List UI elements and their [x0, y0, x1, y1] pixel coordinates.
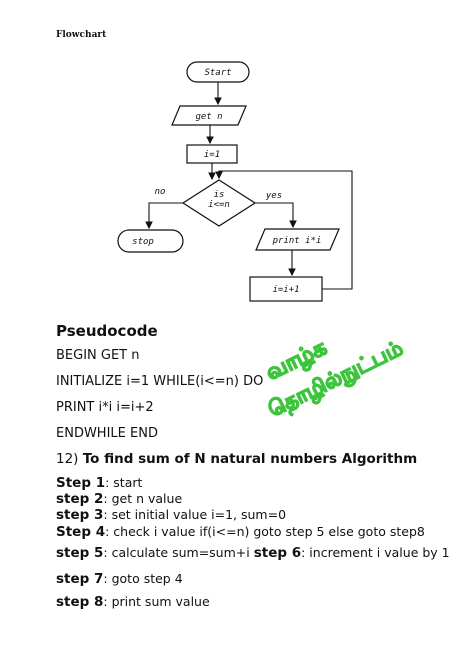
pseudocode-line-4: ENDWHILE END — [56, 426, 158, 441]
decision-label-line1: is — [214, 190, 225, 200]
algorithm-step: Step 1: start — [56, 475, 142, 491]
init-label: i=1 — [204, 150, 220, 160]
algorithm-number: 12) — [56, 451, 79, 467]
flowchart-diagram: Start get n i=1 is i<=n no stop yes prin… — [117, 61, 353, 302]
output-parallelogram — [255, 228, 340, 251]
start-label: Start — [204, 68, 231, 78]
algorithm-step: step 7: goto step 4 — [56, 571, 183, 587]
step-text: : check i value if(i<=n) goto step 5 els… — [105, 524, 425, 539]
decision-diamond — [181, 179, 257, 227]
step-label: step 5 — [56, 545, 104, 561]
algorithm-step: step 2: get n value — [56, 491, 182, 507]
step-label: Step 1 — [56, 475, 106, 491]
algorithm-step: Step 4: check i value if(i<=n) goto step… — [56, 524, 425, 540]
step-label: step 2 — [56, 491, 104, 507]
algorithm-title: To find sum of N natural numbers Algorit… — [82, 451, 418, 467]
pseudocode-line-3: PRINT i*i i=i+2 — [56, 400, 154, 415]
algorithm-step: step 5: calculate sum=sum+i step 6: incr… — [56, 545, 450, 561]
step-label: step 8 — [56, 594, 104, 610]
step-label: step 6 — [253, 545, 302, 561]
pseudocode-line-1: BEGIN GET n — [56, 348, 140, 363]
watermark-stamp: வாழ்க தொழில்நுட்பம் — [261, 334, 408, 420]
step-label: Step 4 — [56, 524, 106, 540]
step-text: : print sum value — [103, 594, 210, 609]
algorithm-step: step 8: print sum value — [56, 594, 210, 610]
input-label: get n — [195, 112, 222, 122]
step-text: : increment i value by 1 — [301, 545, 450, 560]
stop-label: stop — [132, 237, 154, 247]
decision-label-line2: i<=n — [208, 200, 230, 210]
algorithm-step: step 3: set initial value i=1, sum=0 — [56, 507, 286, 523]
pseudocode-line-2: INITIALIZE i=1 WHILE(i<=n) DO — [56, 374, 264, 389]
algorithm-heading: 12) To find sum of N natural numbers Alg… — [56, 451, 417, 467]
step-text: : get n value — [103, 491, 183, 506]
pseudocode-title: Pseudocode — [56, 322, 158, 340]
step-text: : start — [105, 475, 143, 490]
step-text: : set initial value i=1, sum=0 — [103, 507, 287, 522]
step-label: step 7 — [56, 571, 104, 587]
update-label: i=i+1 — [272, 285, 299, 295]
stop-terminator — [117, 229, 184, 253]
output-label: print i*i — [272, 236, 322, 246]
no-label: no — [155, 187, 166, 197]
step-text: : goto step 4 — [103, 571, 183, 586]
flowchart-heading: Flowchart — [56, 30, 107, 40]
input-parallelogram — [171, 105, 247, 126]
step-text: : calculate sum=sum+i — [103, 545, 250, 560]
step-label: step 3 — [56, 507, 104, 523]
yes-label: yes — [265, 191, 282, 201]
